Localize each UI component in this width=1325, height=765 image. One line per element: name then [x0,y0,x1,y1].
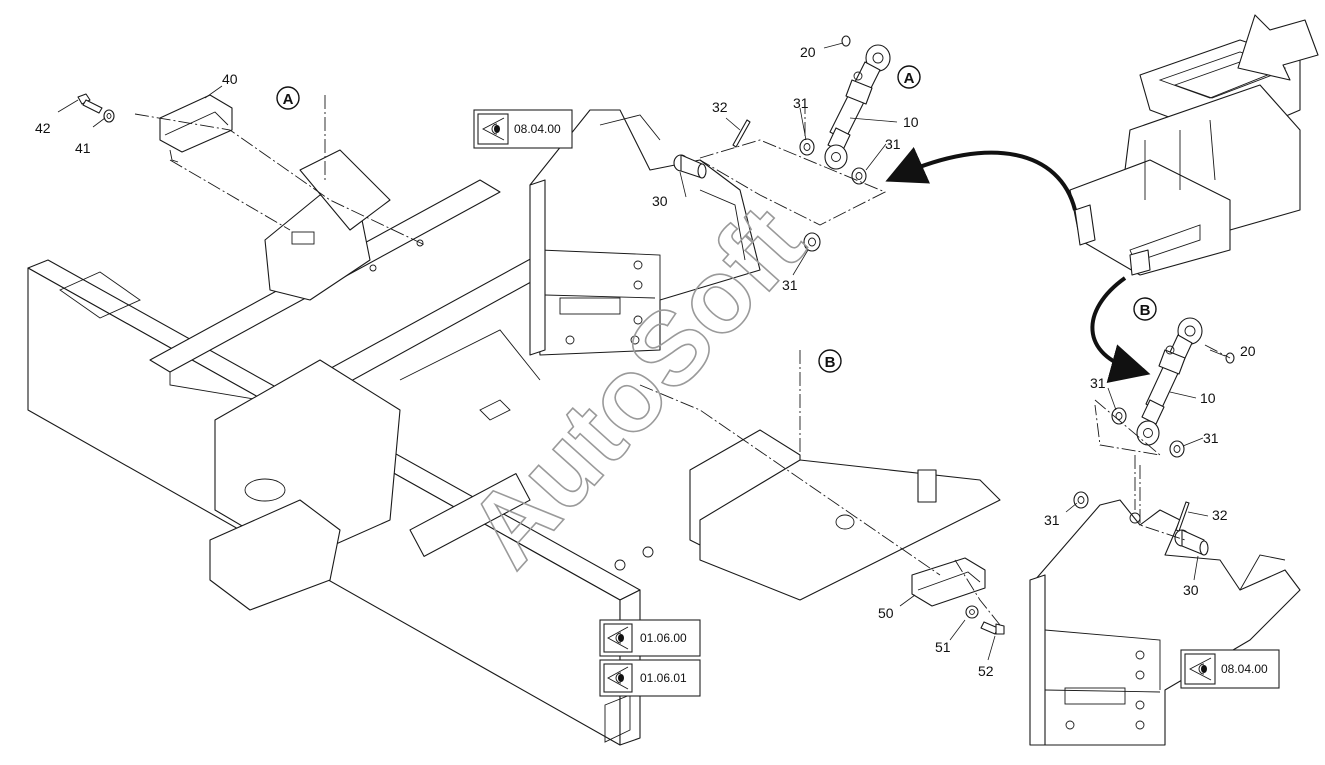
bolt-52 [980,621,1005,635]
part-label-50: 50 [878,605,894,621]
part-label-32-lower: 32 [1212,507,1228,523]
view-reference-icon [607,626,629,650]
part-label-31-lower-a: 31 [1090,375,1106,391]
part-label-42: 42 [35,120,51,136]
reference-box-1[interactable]: 08.04.00 [473,109,573,149]
part-label-31-lower-c: 31 [1044,512,1060,528]
pin-30-lower [1174,529,1209,556]
washer-51 [965,605,979,619]
view-reference-icon [1189,657,1212,681]
leader-lines [57,42,1226,661]
hydraulic-cylinder-10-upper [824,44,891,170]
callout-b-frame: B [818,349,842,373]
part-label-20-lower: 20 [1240,343,1256,359]
view-reference-icon [482,117,505,141]
part-label-31-lower-b: 31 [1203,430,1219,446]
svg-text:A: A [904,70,915,87]
assembly-centerlines [134,95,1231,626]
svg-text:08.04.00: 08.04.00 [1221,662,1268,676]
part-label-40: 40 [222,71,238,87]
direction-arrow-icon [1237,14,1319,81]
split-pin-32-lower [1175,501,1190,532]
part-label-10-upper: 10 [903,114,919,130]
washer-31-lower-b [1169,440,1185,458]
part-label-41: 41 [75,140,91,156]
svg-text:A: A [283,91,294,108]
washer-41 [103,109,115,123]
callout-a-left: A [276,86,300,110]
cover-plate-40 [159,94,233,163]
svg-text:08.04.00: 08.04.00 [514,122,561,136]
part-label-31-upper-a: 31 [793,95,809,111]
callout-b-cylinder: B [1133,297,1157,321]
svg-text:01.06.01: 01.06.01 [640,671,687,685]
reference-box-2[interactable]: 01.06.00 [599,619,701,657]
view-reference-icon [607,666,629,690]
bolt-42 [77,93,103,114]
cover-plate-50 [911,557,986,607]
part-label-30-upper: 30 [652,193,668,209]
part-label-10-lower: 10 [1200,390,1216,406]
part-labels: 42 41 40 30 32 31 31 31 10 20 20 10 31 3… [35,44,1256,679]
svg-text:01.06.00: 01.06.00 [640,631,687,645]
washer-31-upper-c [803,232,821,252]
hydraulic-cylinder-10-lower [1136,317,1203,446]
pin-30-upper [673,154,707,179]
washer-31-lower-a [1111,407,1127,425]
svg-text:B: B [1140,302,1151,319]
washer-31-upper-a [799,138,815,156]
lower-right-bracket-assembly [1029,499,1301,746]
part-label-51: 51 [935,639,951,655]
washer-31-upper-b [851,167,867,185]
paver-machine [1069,39,1301,276]
washer-31-lower-c [1073,491,1089,509]
seal-ring-20-upper [841,35,851,47]
callout-a-cylinder: A [897,65,921,89]
curved-arrow-icon-lower [1090,276,1151,383]
part-label-31-upper-c: 31 [782,277,798,293]
part-label-32-upper: 32 [712,99,728,115]
reference-box-3[interactable]: 01.06.01 [599,659,701,697]
reference-box-4[interactable]: 08.04.00 [1180,649,1280,689]
curved-arrow-icon [885,146,1077,211]
split-pin-32-upper [732,119,751,148]
part-label-31-upper-b: 31 [885,136,901,152]
svg-text:B: B [825,354,836,371]
part-label-30-lower: 30 [1183,582,1199,598]
part-label-20-upper: 20 [800,44,816,60]
part-label-52: 52 [978,663,994,679]
